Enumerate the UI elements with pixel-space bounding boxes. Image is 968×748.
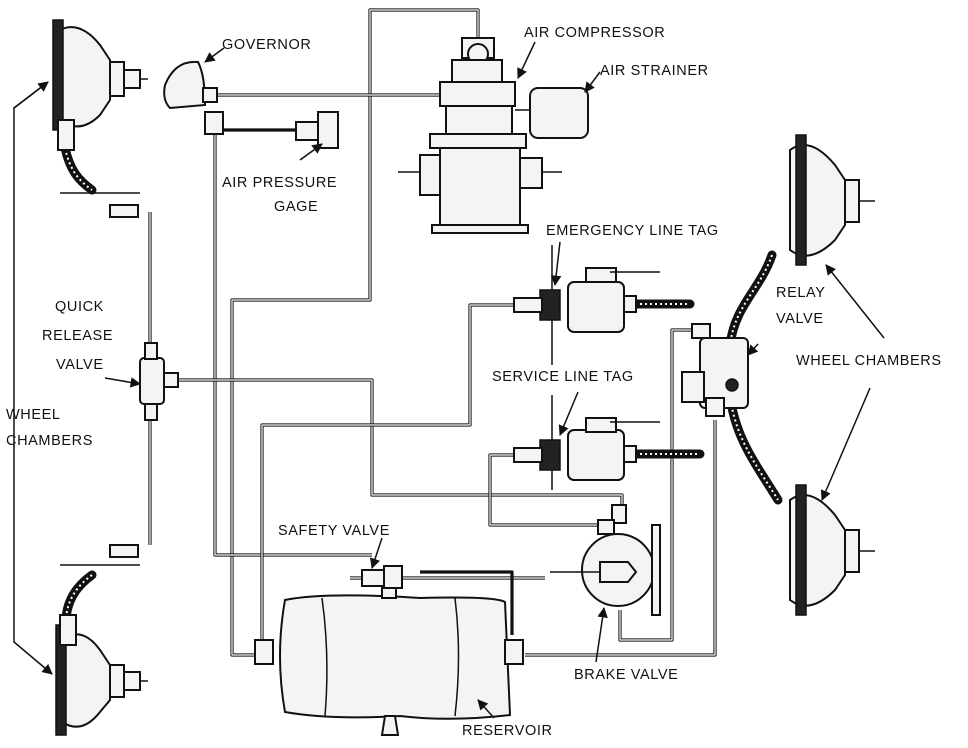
wheel-chamber-right-top bbox=[790, 135, 875, 265]
relay-valve-label-line1: RELAY bbox=[776, 284, 825, 302]
quick-release-valve-label-line2: RELEASE bbox=[42, 327, 113, 345]
emergency-line-tag-label: EMERGENCY LINE TAG bbox=[546, 222, 719, 240]
governor-label: GOVERNOR bbox=[222, 36, 311, 54]
wheel-chambers-right-label: WHEEL CHAMBERS bbox=[796, 352, 942, 370]
brake-valve-label: BRAKE VALVE bbox=[574, 666, 678, 684]
air-pressure-gage-label-line2: GAGE bbox=[274, 198, 318, 216]
relay-valve-label-line2: VALVE bbox=[776, 310, 824, 328]
wheel-chambers-left-label-line1: WHEEL bbox=[6, 406, 61, 424]
air-strainer bbox=[515, 88, 588, 138]
wheel-chamber-left-bottom bbox=[56, 615, 148, 735]
air-pressure-gage-label-line1: AIR PRESSURE bbox=[222, 174, 337, 192]
quick-release-valve-label-line3: VALVE bbox=[56, 356, 104, 374]
governor bbox=[164, 62, 223, 134]
service-line-tag bbox=[514, 395, 660, 490]
quick-release-valve bbox=[140, 343, 178, 420]
relay-valve bbox=[682, 324, 748, 416]
service-line-tag-label: SERVICE LINE TAG bbox=[492, 368, 634, 386]
air-pressure-gage bbox=[296, 112, 338, 148]
air-strainer-label: AIR STRAINER bbox=[600, 62, 709, 80]
quick-release-valve-label-line1: QUICK bbox=[55, 298, 104, 316]
brake-valve bbox=[550, 505, 660, 615]
reservoir-label: RESERVOIR bbox=[462, 722, 553, 740]
air-compressor-label: AIR COMPRESSOR bbox=[524, 24, 665, 42]
wheel-chambers-left-label-line2: CHAMBERS bbox=[6, 432, 93, 450]
wheel-chamber-right-bottom bbox=[790, 485, 875, 615]
safety-valve bbox=[362, 566, 402, 588]
safety-valve-label: SAFETY VALVE bbox=[278, 522, 390, 540]
reservoir bbox=[255, 582, 523, 735]
wheel-chamber-left-top bbox=[53, 20, 148, 150]
